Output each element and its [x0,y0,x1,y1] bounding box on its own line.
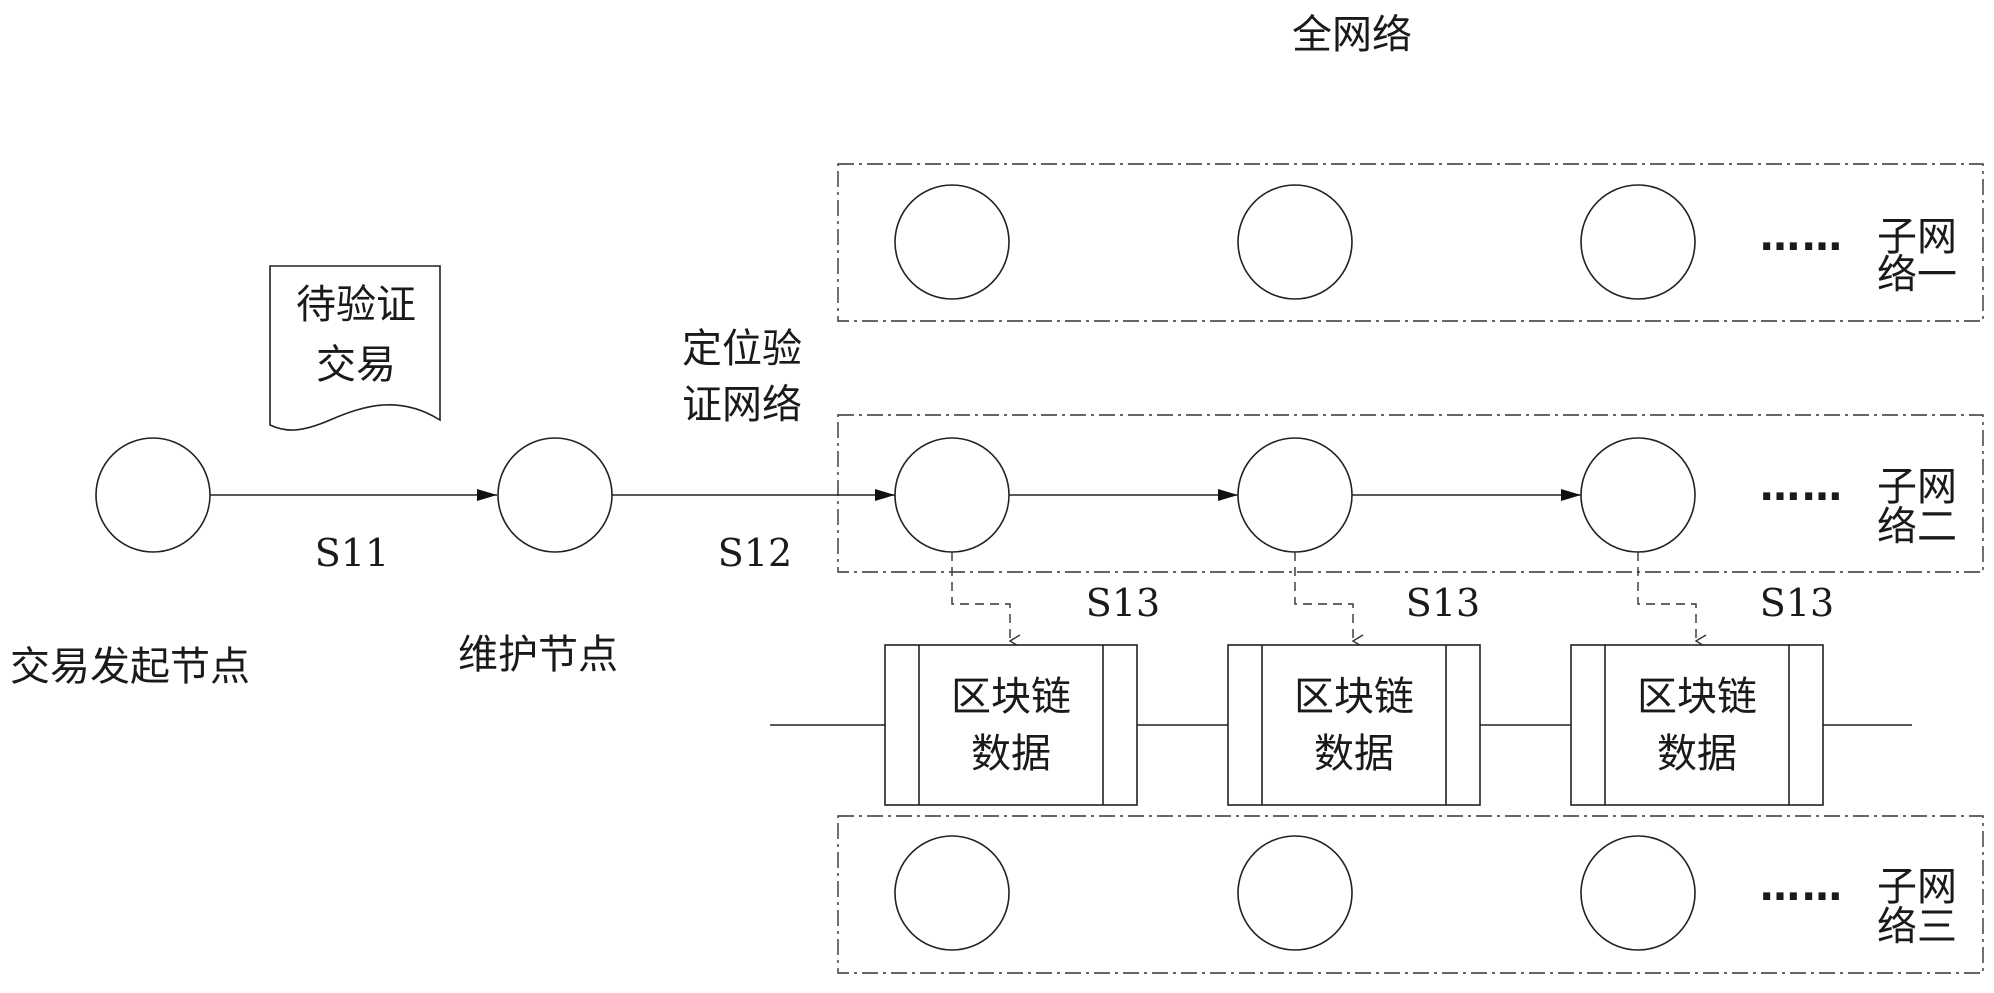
pending-transaction-line1: 待验证 [296,282,416,328]
maintainer-node [497,437,613,553]
step-s13-label-3: S13 [1760,581,1834,625]
subnet-2-ellipsis: …… [1760,464,1844,510]
block-1-line1: 区块链 [951,674,1071,720]
locate-network-label-line2: 证网络 [682,382,802,428]
block-2 [1227,644,1481,806]
locate-network-label-line1: 定位验 [682,326,802,372]
subnet-3-node-2 [1237,835,1353,951]
step-s11-label: S11 [315,531,389,575]
initiator-node [95,437,211,553]
write-arrow-2 [1294,552,1353,641]
subnet-1-node-3 [1580,184,1696,300]
subnet-1-node-1 [894,184,1010,300]
subnet-2-node-2 [1237,437,1353,553]
step-s13-label-2: S13 [1406,581,1480,625]
block-3 [1570,644,1824,806]
subnet-3-zone [837,815,1984,974]
step-s12-label: S12 [718,531,792,575]
initiator-node-label: 交易发起节点 [10,644,250,690]
subnet-3-node-1 [894,835,1010,951]
block-1-line2: 数据 [971,731,1051,777]
subnet-1-node-2 [1237,184,1353,300]
write-arrow-3 [1637,552,1696,641]
block-3-line1: 区块链 [1637,674,1757,720]
maintainer-node-label: 维护节点 [458,632,618,678]
subnet-2-zone [837,414,1984,573]
subnet-2-label-line1: 子网 [1877,464,1957,510]
block-1 [884,644,1138,806]
subnet-2-label-line2: 络二 [1877,504,1957,550]
subnet-1-label-line1: 子网 [1877,214,1957,260]
pending-transaction-document [269,265,441,431]
step-s13-label-1: S13 [1086,581,1160,625]
subnet-1-ellipsis: …… [1760,214,1844,260]
subnet-1-label-line2: 络一 [1877,252,1957,298]
block-2-line2: 数据 [1314,731,1394,777]
subnet-3-node-3 [1580,835,1696,951]
subnet-3-ellipsis: …… [1760,864,1844,910]
subnet-2-node-3 [1580,437,1696,553]
write-arrow-1 [951,552,1010,641]
subnet-3-label-line1: 子网 [1877,864,1957,910]
subnet-3-label-line2: 络三 [1877,904,1957,950]
block-3-line2: 数据 [1657,731,1737,777]
subnet-1-zone [837,163,1984,322]
diagram-title: 全网络 [1292,12,1412,58]
subnet-2-node-1 [894,437,1010,553]
pending-transaction-line2: 交易 [316,342,396,388]
block-2-line1: 区块链 [1294,674,1414,720]
